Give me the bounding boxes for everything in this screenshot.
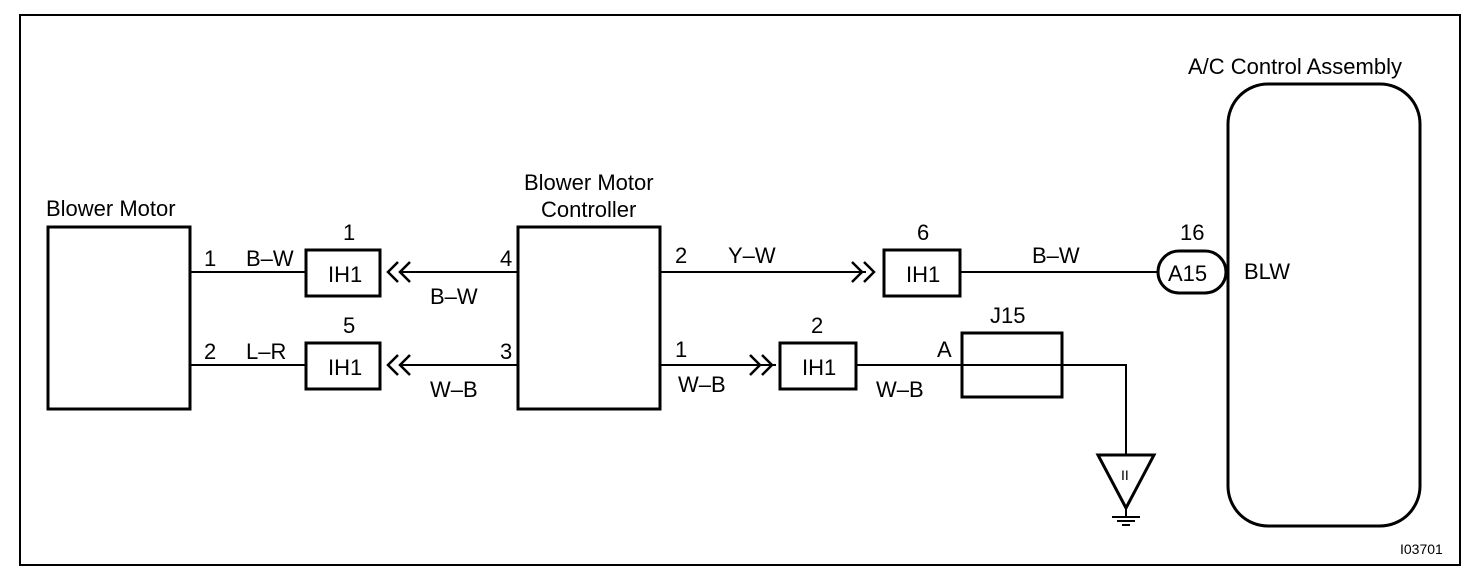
- ih1-pin6-label: IH1: [906, 262, 940, 287]
- ih1-pin6-number: 6: [917, 220, 929, 245]
- ac-control-label: A/C Control Assembly: [1188, 54, 1402, 79]
- figure-id: I03701: [1400, 541, 1443, 557]
- ih1-pin2-number: 2: [811, 313, 823, 338]
- wire-label-bm1: B–W: [246, 246, 294, 271]
- ih1-pin5-label: IH1: [328, 355, 362, 380]
- ih1-pin2-label: IH1: [802, 355, 836, 380]
- junction-j15: J15 A: [937, 303, 1064, 399]
- controller-pin-1: 1: [675, 337, 687, 362]
- blower-motor-pin-1: 1: [204, 246, 216, 271]
- controller-pin-4: 4: [500, 246, 512, 271]
- ground-symbol: II: [1095, 453, 1157, 526]
- wire-label-ih1-ctrl4: B–W: [430, 284, 478, 309]
- blower-motor: Blower Motor 1 2: [46, 196, 216, 411]
- ac-control-assembly: A/C Control Assembly BLW: [1188, 54, 1422, 528]
- ih1-pin5-number: 5: [343, 313, 355, 338]
- blower-motor-pin-2: 2: [204, 339, 216, 364]
- a15-label: A15: [1168, 261, 1207, 286]
- connector-ih1-pin1: 1 IH1: [304, 220, 411, 298]
- wire-label-ctrl1: W–B: [678, 372, 726, 397]
- controller-pin-3: 3: [500, 339, 512, 364]
- ac-control-box: [1226, 82, 1422, 528]
- ih1-pin6-chevron: [851, 261, 876, 283]
- wire-label-bm2: L–R: [246, 339, 286, 364]
- j15-label: J15: [990, 303, 1025, 328]
- controller-label-line2: Controller: [541, 197, 636, 222]
- controller-box: [516, 225, 662, 411]
- a15-pill: [1156, 249, 1228, 295]
- j15-pin: A: [937, 337, 952, 362]
- diagram-frame: [19, 14, 1461, 566]
- blower-motor-label: Blower Motor: [46, 196, 176, 221]
- wire-label-ih1-ctrl3: W–B: [430, 377, 478, 402]
- ih1-pin5-box: [304, 341, 382, 391]
- blower-motor-controller: Blower Motor Controller 4 3 2 1: [500, 170, 687, 411]
- ih1-pin1-number: 1: [343, 220, 355, 245]
- wire-label-ctrl2: Y–W: [728, 243, 776, 268]
- ground-triangle: [1095, 453, 1157, 512]
- connector-ih1-pin2: 2 IH1: [749, 313, 858, 391]
- connector-ih1-pin6: 6 IH1: [851, 220, 962, 298]
- ground-label: II: [1121, 467, 1129, 483]
- controller-label-line1: Blower Motor: [524, 170, 654, 195]
- a15-pin-number: 16: [1180, 220, 1204, 245]
- ac-control-terminal: BLW: [1244, 259, 1290, 284]
- connector-ih1-pin5: 5 IH1: [304, 313, 411, 391]
- wire-label-ih1-a15: B–W: [1032, 243, 1080, 268]
- wire-j15-ground: [1062, 364, 1127, 455]
- ih1-pin2-chevron: [749, 354, 774, 376]
- blower-motor-box: [46, 225, 192, 411]
- ih1-pin1-box: [304, 248, 382, 298]
- controller-pin-2: 2: [675, 243, 687, 268]
- wire-label-ih1-j15: W–B: [876, 377, 924, 402]
- connector-a15: 16 A15: [1156, 220, 1228, 295]
- ih1-pin1-label: IH1: [328, 262, 362, 287]
